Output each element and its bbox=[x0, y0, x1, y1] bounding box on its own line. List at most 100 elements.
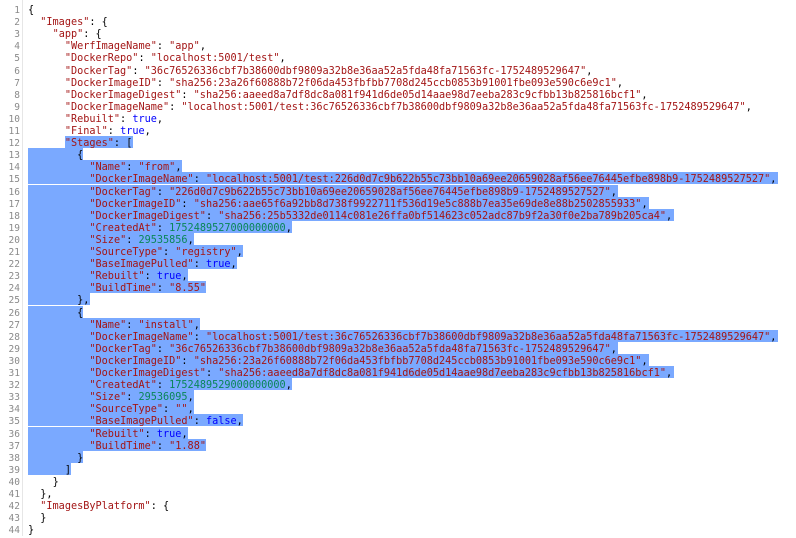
code-line[interactable]: 20 "Size": 29535856, bbox=[9, 232, 796, 248]
line-text: } bbox=[77, 452, 84, 464]
line-number: 4 bbox=[14, 41, 20, 53]
line-text: "Stages": [ bbox=[64, 138, 133, 150]
line-number: 5 bbox=[14, 53, 20, 65]
code-line[interactable]: 21 "SourceType": "registry", bbox=[9, 245, 796, 260]
line-number-gutter bbox=[0, 0, 23, 536]
line-text: { bbox=[77, 307, 84, 319]
selection-highlight bbox=[28, 220, 293, 233]
code-line[interactable]: 13 { bbox=[9, 148, 796, 163]
line-number: 40 bbox=[8, 476, 20, 488]
selection-highlight bbox=[28, 390, 195, 403]
selection-highlight bbox=[28, 450, 84, 463]
code-line[interactable]: 23 "Rebuilt": true, bbox=[9, 269, 796, 284]
code-line[interactable]: 38 } bbox=[9, 450, 796, 466]
line-text: "app": { bbox=[52, 29, 102, 41]
code-line[interactable]: 26 { bbox=[9, 305, 796, 321]
line-number: 3 bbox=[14, 29, 20, 41]
code-line[interactable]: 4 "WerfImageName": "app", bbox=[14, 39, 796, 54]
selection-highlight bbox=[28, 317, 201, 330]
code-line[interactable]: 43 } bbox=[9, 511, 796, 526]
code-line[interactable]: 7 "DockerImageID": "sha256:23a26f60888b7… bbox=[14, 76, 796, 91]
code-line[interactable]: 11 "Final": true, bbox=[9, 124, 796, 139]
code-line[interactable]: 15 "DockerImageName": "localhost:5001/te… bbox=[9, 172, 796, 187]
code-line[interactable]: 34 "SourceType": "", bbox=[9, 402, 796, 417]
code-line[interactable]: 35 "BaseImagePulled": false, bbox=[9, 414, 796, 429]
line-number: 2 bbox=[14, 17, 20, 29]
code-line[interactable]: 6 "DockerTag": "36c76526336cbf7b38600dbf… bbox=[14, 64, 796, 79]
code-line[interactable]: 10 "Rebuilt": true, bbox=[9, 112, 796, 127]
code-line[interactable]: 3 "app": { bbox=[14, 27, 796, 42]
code-line[interactable]: 36 "Rebuilt": true, bbox=[9, 426, 796, 442]
line-text: "DockerTag": "226d0d7c9b622b55c73bb10a69… bbox=[89, 186, 617, 198]
line-text: "DockerImageID": "sha256:23a26f60888b72f… bbox=[89, 355, 648, 367]
code-line[interactable]: 27 "Name": "install", bbox=[9, 317, 796, 333]
line-number: 28 bbox=[8, 331, 20, 343]
line-number: 15 bbox=[8, 174, 20, 186]
line-text: "BuildTime": "8.55" bbox=[89, 283, 206, 295]
line-text: "DockerTag": "36c76526336cbf7b38600dbf98… bbox=[64, 65, 593, 77]
code-line[interactable]: 1{ bbox=[14, 3, 796, 18]
code-area[interactable]: 1{2 "Images": {3 "app": {4 "WerfImageNam… bbox=[9, 0, 796, 538]
line-number: 36 bbox=[8, 428, 20, 440]
line-text: { bbox=[28, 5, 35, 16]
line-number: 24 bbox=[8, 283, 20, 295]
code-line[interactable]: 29 "DockerTag": "36c76526336cbf7b38600db… bbox=[9, 341, 796, 357]
selection-highlight bbox=[28, 329, 779, 342]
code-line[interactable]: 41 }, bbox=[9, 487, 796, 502]
line-number: 19 bbox=[8, 222, 20, 234]
line-number: 23 bbox=[8, 271, 20, 283]
code-line[interactable]: 19 "CreatedAt": 1752489527000000000, bbox=[9, 220, 796, 236]
selection-highlight bbox=[28, 305, 84, 318]
code-line[interactable]: 28 "DockerImageName": "localhost:5001/te… bbox=[9, 329, 796, 345]
line-number: 8 bbox=[14, 89, 20, 101]
line-text: "Rebuilt": true, bbox=[89, 428, 188, 440]
code-line[interactable]: 18 "DockerImageDigest": "sha256:25b5332d… bbox=[9, 208, 796, 224]
line-number: 14 bbox=[8, 162, 20, 174]
line-text: "DockerRepo": "localhost:5001/test", bbox=[64, 53, 286, 65]
selection-highlight bbox=[28, 462, 72, 475]
code-line[interactable]: 17 "DockerImageID": "sha256:aae65f6a92bb… bbox=[9, 196, 796, 212]
line-text: "CreatedAt": 1752489529000000000, bbox=[89, 380, 292, 392]
code-line[interactable]: 33 "Size": 29536095, bbox=[9, 390, 796, 405]
code-line[interactable]: 39 ] bbox=[9, 462, 796, 478]
code-line[interactable]: 30 "DockerImageID": "sha256:23a26f60888b… bbox=[9, 353, 796, 369]
line-text: } bbox=[40, 513, 47, 525]
code-line[interactable]: 44} bbox=[9, 523, 796, 538]
code-line[interactable]: 16 "DockerTag": "226d0d7c9b622b55c73bb10… bbox=[9, 184, 796, 200]
code-line[interactable]: 37 "BuildTime": "1.88" bbox=[9, 438, 796, 454]
code-line[interactable]: 14 "Name": "from", bbox=[9, 160, 796, 175]
line-number: 26 bbox=[8, 307, 20, 319]
code-line[interactable]: 40 } bbox=[9, 475, 796, 490]
line-number: 38 bbox=[8, 452, 20, 464]
code-line[interactable]: 9 "DockerImageName": "localhost:5001/tes… bbox=[14, 100, 796, 115]
line-text: "Size": 29536095, bbox=[89, 392, 194, 404]
line-text: "WerfImageName": "app", bbox=[64, 41, 206, 53]
code-line[interactable]: 24 "BuildTime": "8.55" bbox=[9, 281, 796, 296]
line-number: 42 bbox=[8, 501, 20, 513]
line-text: "DockerImageID": "sha256:23a26f60888b72f… bbox=[64, 77, 624, 89]
line-number: 29 bbox=[8, 343, 20, 355]
line-text: "ImagesByPlatform": { bbox=[40, 501, 170, 513]
code-line[interactable]: 32 "CreatedAt": 1752489529000000000, bbox=[9, 378, 796, 393]
selection-highlight bbox=[28, 160, 182, 173]
code-line[interactable]: 2 "Images": { bbox=[14, 15, 796, 30]
code-line[interactable]: 12 "Stages": [ bbox=[9, 136, 796, 151]
code-line[interactable]: 22 "BaseImagePulled": true, bbox=[9, 257, 796, 272]
line-text: "CreatedAt": 1752489527000000000, bbox=[89, 222, 292, 234]
line-number: 12 bbox=[8, 138, 20, 150]
selection-highlight bbox=[28, 341, 619, 354]
code-line[interactable]: 8 "DockerImageDigest": "sha256:aaeed8a7d… bbox=[14, 88, 796, 103]
line-text: "Images": { bbox=[40, 17, 108, 29]
code-line[interactable]: 31 "DockerImageDigest": "sha256:aaeed8a7… bbox=[9, 366, 796, 381]
line-text: "DockerImageDigest": "sha256:aaeed8a7df8… bbox=[64, 89, 648, 101]
line-number: 9 bbox=[14, 101, 20, 113]
line-text: "BaseImagePulled": true, bbox=[89, 259, 237, 271]
code-line[interactable]: 25 }, bbox=[9, 293, 796, 308]
line-text: } bbox=[52, 476, 59, 488]
selection-highlight bbox=[28, 281, 207, 294]
line-text: "Rebuilt": true, bbox=[64, 113, 164, 125]
code-line[interactable]: 42 "ImagesByPlatform": { bbox=[9, 499, 796, 514]
code-line[interactable]: 5 "DockerRepo": "localhost:5001/test", bbox=[14, 51, 796, 66]
line-number: 16 bbox=[8, 186, 20, 198]
